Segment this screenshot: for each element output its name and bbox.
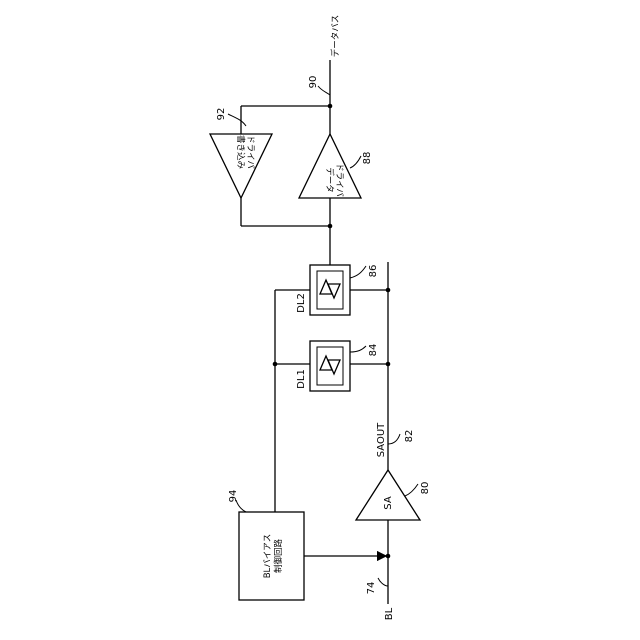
leader-90 bbox=[318, 86, 330, 95]
leader-84 bbox=[350, 346, 366, 352]
ref-88: 88 bbox=[362, 152, 373, 165]
data-driver-label-1: データ bbox=[324, 167, 335, 193]
leader-86 bbox=[350, 266, 366, 278]
latch-dl1 bbox=[310, 341, 350, 391]
ref-92: 92 bbox=[216, 108, 227, 121]
junction-dot bbox=[328, 104, 333, 109]
bitline-label: BL bbox=[384, 607, 395, 620]
ref-86: 86 bbox=[368, 265, 379, 278]
ref-94: 94 bbox=[228, 490, 239, 503]
data-driver-label-2: ドライバ bbox=[334, 163, 344, 197]
data-bus-label: データバス bbox=[330, 15, 341, 58]
write-driver-label-1: 書き込み bbox=[235, 135, 246, 170]
leader-82 bbox=[388, 434, 400, 444]
dl2-label: DL2 bbox=[296, 293, 307, 313]
latch-dl2 bbox=[310, 265, 350, 315]
write-driver-label-2: ドライバ bbox=[245, 135, 255, 169]
sense-amp-label: SA bbox=[383, 496, 394, 510]
leader-88 bbox=[350, 156, 361, 168]
dl1-label: DL1 bbox=[296, 369, 307, 389]
junction-dot bbox=[386, 362, 391, 367]
junction-dot bbox=[386, 288, 391, 293]
leader-74 bbox=[378, 578, 388, 586]
junction-dot bbox=[273, 362, 278, 367]
saout-label: SAOUT bbox=[376, 422, 387, 457]
junction-dot bbox=[386, 554, 391, 559]
ref-84: 84 bbox=[368, 344, 379, 357]
ref-90: 90 bbox=[308, 76, 319, 89]
ref-80: 80 bbox=[420, 482, 431, 495]
bias-control-label-1: BLバイアス bbox=[263, 534, 273, 579]
leader-80 bbox=[405, 484, 418, 496]
leader-92 bbox=[228, 114, 246, 126]
ref-74: 74 bbox=[366, 582, 377, 595]
sense-amp-triangle bbox=[356, 470, 420, 520]
junction-dot bbox=[328, 224, 333, 229]
bias-control-label-2: 制御回路 bbox=[273, 539, 284, 574]
write-driver: 書き込み ドライバ bbox=[210, 134, 272, 198]
data-driver: データ ドライバ bbox=[299, 134, 361, 198]
sense-amp: SA bbox=[356, 470, 420, 520]
ref-82: 82 bbox=[404, 430, 415, 443]
bias-control: BLバイアス 制御回路 bbox=[239, 512, 304, 600]
